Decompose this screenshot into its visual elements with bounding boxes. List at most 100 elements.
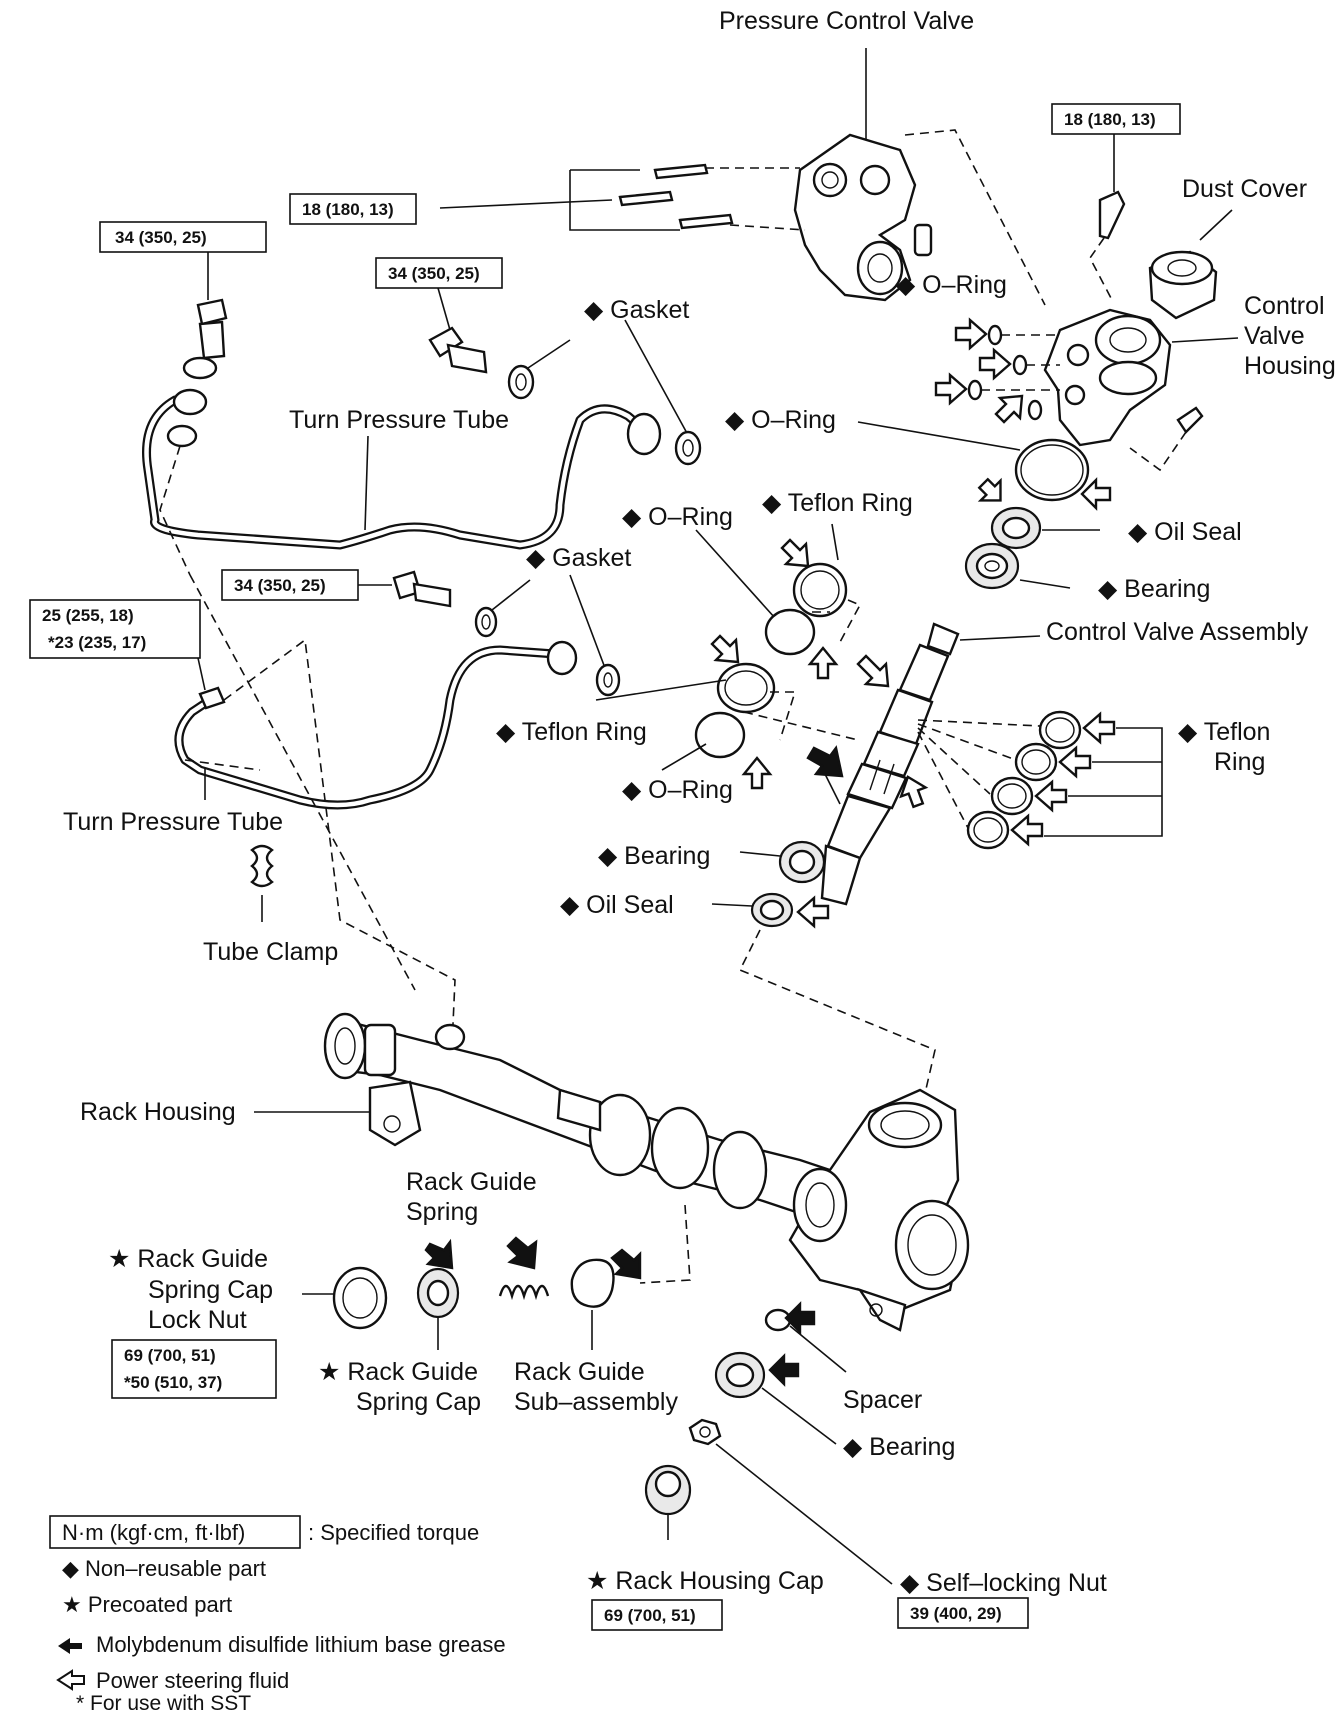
spacer-label: Spacer: [843, 1386, 922, 1414]
center-ring-stack: [694, 562, 848, 759]
oil-seal-lower: [750, 892, 794, 928]
bearing-rack-part: [714, 1351, 800, 1399]
bearing-label-1: ◆ Bearing: [1098, 575, 1210, 603]
control-valve-assembly-part: [820, 622, 960, 906]
control-valve-housing-part: [1043, 308, 1204, 447]
torque-box-cap: [591, 1599, 723, 1631]
fluid-arrow-icon: [56, 1669, 85, 1691]
fluid-arrows-right-rings: [1010, 711, 1116, 847]
gasket-lower-right: [595, 663, 621, 697]
rack-guide-spring-label-1: Rack Guide: [406, 1168, 537, 1196]
torque-box-lock-nut: [111, 1339, 277, 1399]
o-ring-label-1: ◆ O–Ring: [896, 271, 1007, 299]
lock-nut-label-1: ★ Rack Guide: [108, 1245, 268, 1273]
control-valve-housing-label-2: Valve: [1244, 322, 1305, 350]
control-valve-housing-label-1: Control: [1244, 292, 1325, 320]
gasket-label-2: ◆ Gasket: [526, 544, 631, 572]
large-o-ring: [1014, 438, 1090, 502]
torque-value-pcv: 18 (180, 13): [302, 200, 394, 219]
rack-guide-sub-assembly-part: [570, 1248, 642, 1308]
teflon-ring-label-3: ◆ Teflon: [1178, 718, 1270, 746]
torque-value-housing: 18 (180, 13): [1064, 110, 1156, 129]
rack-guide-spring-label-2: Spring: [406, 1198, 478, 1226]
legend-precoated: ★ Precoated part: [62, 1592, 232, 1617]
gasket-upper-right: [674, 430, 702, 466]
torque-value-left-banjo: 34 (350, 25): [115, 228, 207, 247]
rack-housing-label: Rack Housing: [80, 1098, 236, 1126]
lock-nut-part: [332, 1266, 388, 1330]
turn-pressure-tube-label-2: Turn Pressure Tube: [63, 808, 283, 836]
torque-box-banjo-upper: [375, 257, 503, 289]
oil-seal-label-2: ◆ Oil Seal: [560, 891, 674, 919]
fluid-arrow-oil-seal: [796, 895, 830, 929]
control-valve-housing-label-3: Housing: [1244, 352, 1336, 380]
o-ring-label-3: ◆ O–Ring: [622, 503, 733, 531]
bearing-label-3: ◆ Bearing: [843, 1433, 955, 1461]
pressure-control-valve-part: [793, 133, 933, 302]
torque-value-banjo-lower: 34 (350, 25): [234, 576, 326, 595]
gasket-upper-left: [507, 364, 535, 400]
fluid-arrows-upper-right: [977, 477, 1112, 511]
bearing-upper: [964, 542, 1020, 590]
legend-torque-box: [49, 1515, 301, 1549]
torque-value-nut: 39 (400, 29): [910, 1604, 1002, 1623]
pcv-bolts: [618, 163, 734, 230]
torque-box-nut: [897, 1597, 1029, 1629]
torque-value-lock-nut-1: 69 (700, 51): [124, 1346, 216, 1365]
legend-sst: * For use with SST: [76, 1692, 251, 1712]
rack-housing-part: [323, 1012, 970, 1332]
turn-pressure-tube-lower: [174, 640, 578, 810]
tube-clamp-part: [250, 844, 274, 888]
torque-value-banjo-upper: 34 (350, 25): [388, 264, 480, 283]
gasket-label-1: ◆ Gasket: [584, 296, 689, 324]
gasket-lower-left: [474, 606, 498, 638]
o-ring-label-4: ◆ O–Ring: [622, 776, 733, 804]
torque-value-tube-flare-2: *23 (235, 17): [48, 633, 146, 652]
legend-torque-text: : Specified torque: [308, 1520, 479, 1545]
spacer-part: [764, 1301, 816, 1335]
left-banjo-bolt: [166, 298, 228, 448]
torque-box-housing: [1051, 103, 1181, 135]
torque-value-tube-flare-1: 25 (255, 18): [42, 606, 134, 625]
rack-housing-cap-label: ★ Rack Housing Cap: [586, 1567, 824, 1595]
oil-seal-upper: [990, 506, 1042, 550]
rack-guide-spring-part: [498, 1236, 550, 1301]
teflon-ring-label-2: ◆ Teflon Ring: [496, 718, 647, 746]
oil-seal-label-1: ◆ Oil Seal: [1128, 518, 1242, 546]
banjo-bolt-lower: [392, 570, 452, 608]
dust-cover-label: Dust Cover: [1182, 175, 1307, 203]
legend-fluid: Power steering fluid: [96, 1668, 289, 1693]
grease-arrow-icon: [58, 1638, 82, 1654]
o-ring-label-2: ◆ O–Ring: [725, 406, 836, 434]
self-locking-nut-label: ◆ Self–locking Nut: [900, 1569, 1107, 1597]
spring-cap-part: [416, 1238, 460, 1319]
sub-assembly-label-1: Rack Guide: [514, 1358, 645, 1386]
torque-box-pcv: [289, 193, 417, 225]
sub-assembly-label-2: Sub–assembly: [514, 1388, 678, 1416]
turn-pressure-tube-label-1: Turn Pressure Tube: [289, 406, 509, 434]
torque-box-tube-flare: [29, 599, 201, 659]
rack-housing-cap-part: [644, 1464, 692, 1516]
lock-nut-label-2: Spring Cap: [148, 1276, 273, 1304]
pressure-control-valve-label: Pressure Control Valve: [719, 7, 974, 35]
bearing-lower: [778, 840, 826, 884]
self-locking-nut-part: [688, 1418, 722, 1446]
torque-value-lock-nut-2: *50 (510, 37): [124, 1373, 222, 1392]
dust-cover-part: [1148, 250, 1218, 320]
bearing-label-2: ◆ Bearing: [598, 842, 710, 870]
torque-value-cap: 69 (700, 51): [604, 1606, 696, 1625]
teflon-ring-label-1: ◆ Teflon Ring: [762, 489, 913, 517]
legend-moly: Molybdenum disulfide lithium base grease: [96, 1632, 506, 1657]
banjo-bolt-upper: [428, 326, 488, 374]
spring-cap-label-1: ★ Rack Guide: [318, 1358, 478, 1386]
legend-torque-units: N·m (kgf·cm, ft·lbf): [62, 1520, 245, 1545]
legend-non-reusable: ◆ Non–reusable part: [62, 1556, 266, 1581]
control-valve-assembly-label: Control Valve Assembly: [1046, 618, 1309, 646]
fluid-arrows-center: [710, 538, 929, 809]
right-teflon-rings: [966, 710, 1082, 850]
fluid-arrows-housing: [934, 317, 1024, 424]
spring-cap-label-2: Spring Cap: [356, 1388, 481, 1416]
tube-clamp-label: Tube Clamp: [203, 938, 338, 966]
